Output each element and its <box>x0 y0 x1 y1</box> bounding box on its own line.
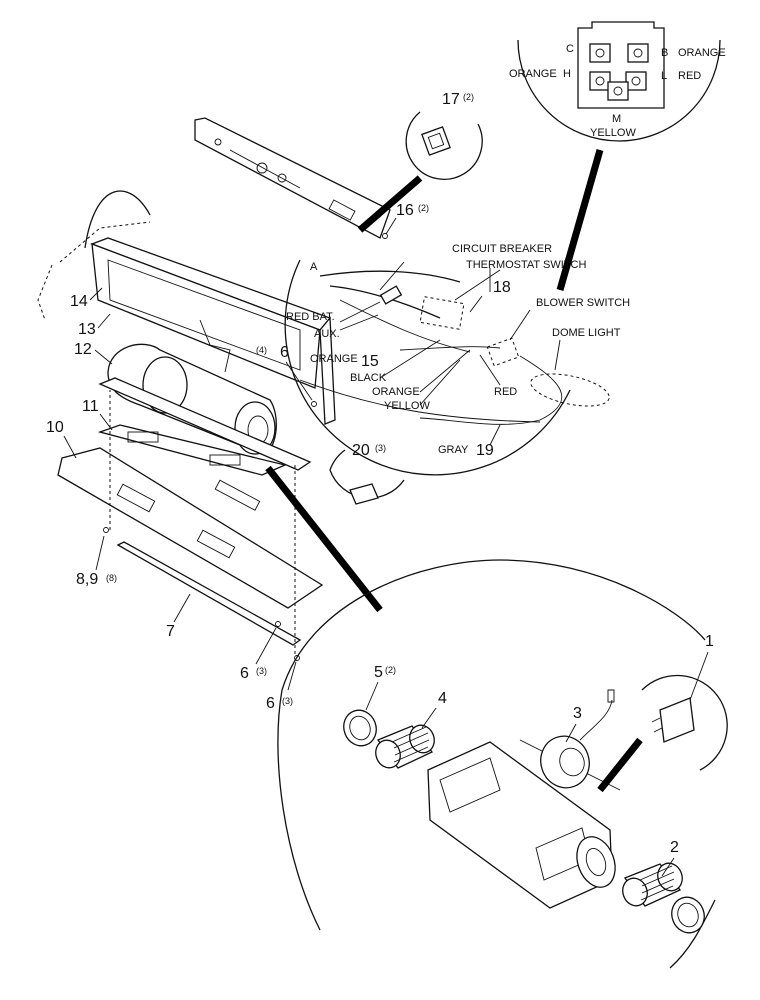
wire-label-yellow-m: YELLOW <box>590 127 636 139</box>
callout-4: 4 <box>438 690 447 707</box>
callout-15: 15 <box>361 353 379 370</box>
wire-label-black: BLACK <box>350 372 387 384</box>
callout-14: 14 <box>70 293 88 310</box>
heater-housing <box>37 190 336 425</box>
blower-housing <box>427 741 616 909</box>
part-20-detail <box>329 449 405 505</box>
label-blower-switch: BLOWER SWITCH <box>536 297 630 309</box>
callout-11: 11 <box>82 398 99 415</box>
callout-8-9-qty: (8) <box>106 573 117 583</box>
pin-b-label: B <box>661 47 668 59</box>
blower-resistor-detail <box>597 674 728 793</box>
callout-13: 13 <box>78 321 96 338</box>
wire-label-red-bat: RED BAT. <box>286 311 335 323</box>
callout-3: 3 <box>573 705 582 722</box>
callout-1: 1 <box>705 633 714 650</box>
part-17-detail <box>357 111 483 233</box>
label-thermostat-switch: THERMOSTAT SWITCH <box>466 259 586 271</box>
wire-label-orange-h: ORANGE <box>509 68 557 80</box>
label-circuit-breaker: CIRCUIT BREAKER <box>452 243 552 255</box>
callout-6-lower-qty: (3) <box>282 696 293 706</box>
callout-17-qty: (2) <box>463 92 474 102</box>
wire-label-red-l: RED <box>678 70 701 82</box>
callout-10: 10 <box>46 419 64 436</box>
wire-label-orange-2: ORANGE <box>372 386 420 398</box>
wire-label-orange-1: ORANGE <box>310 353 358 365</box>
wiring-harness <box>284 259 610 476</box>
callout-6-upper-qty: (4) <box>256 345 267 355</box>
callout-16-qty: (2) <box>418 203 429 213</box>
wire-label-yellow: YELLOW <box>384 400 430 412</box>
blower-assembly <box>98 319 312 471</box>
callout-20: 20 <box>352 442 370 459</box>
wire-label-gray: GRAY <box>438 444 469 456</box>
wire-label-orange-b: ORANGE <box>678 47 726 59</box>
control-panel-plate <box>194 117 391 239</box>
pin-l-label: L <box>661 70 667 82</box>
callout-12: 12 <box>74 341 92 358</box>
wire-label-aux: AUX. <box>314 328 340 340</box>
callout-20-qty: (3) <box>375 443 386 453</box>
switch-terminal-detail: C B ORANGE ORANGE H L RED M YELLOW <box>509 21 726 291</box>
callout-6-lower: 6 <box>266 695 275 712</box>
pin-h-label: H <box>563 68 571 80</box>
blower-exploded-detail <box>277 559 728 969</box>
blower-wheel-right <box>622 862 683 907</box>
callout-16: 16 <box>396 202 414 219</box>
base-plate <box>57 447 324 609</box>
callout-17: 17 <box>442 91 460 108</box>
callout-2: 2 <box>670 839 679 856</box>
callout-6-middle-qty: (3) <box>256 666 267 676</box>
wire-label-red: RED <box>494 386 517 398</box>
callout-8-9: 8,9 <box>76 571 98 588</box>
callout-5-qty: (2) <box>385 665 396 675</box>
callout-6-middle: 6 <box>240 665 249 682</box>
callout-7: 7 <box>166 623 175 640</box>
callout-19: 19 <box>476 442 494 459</box>
callout-6-upper: 6 <box>280 344 289 361</box>
trim-strip <box>116 541 302 646</box>
wire-label-a: A <box>310 261 318 273</box>
label-dome-light: DOME LIGHT <box>552 327 621 339</box>
callout-18: 18 <box>493 279 511 296</box>
pin-m-label: M <box>612 113 621 125</box>
blower-wheel-left <box>375 724 435 769</box>
callout-5: 5 <box>374 664 383 681</box>
switch-terminal-block <box>577 21 665 109</box>
blower-mount-plate <box>97 424 288 476</box>
pin-c-label: C <box>566 43 574 55</box>
